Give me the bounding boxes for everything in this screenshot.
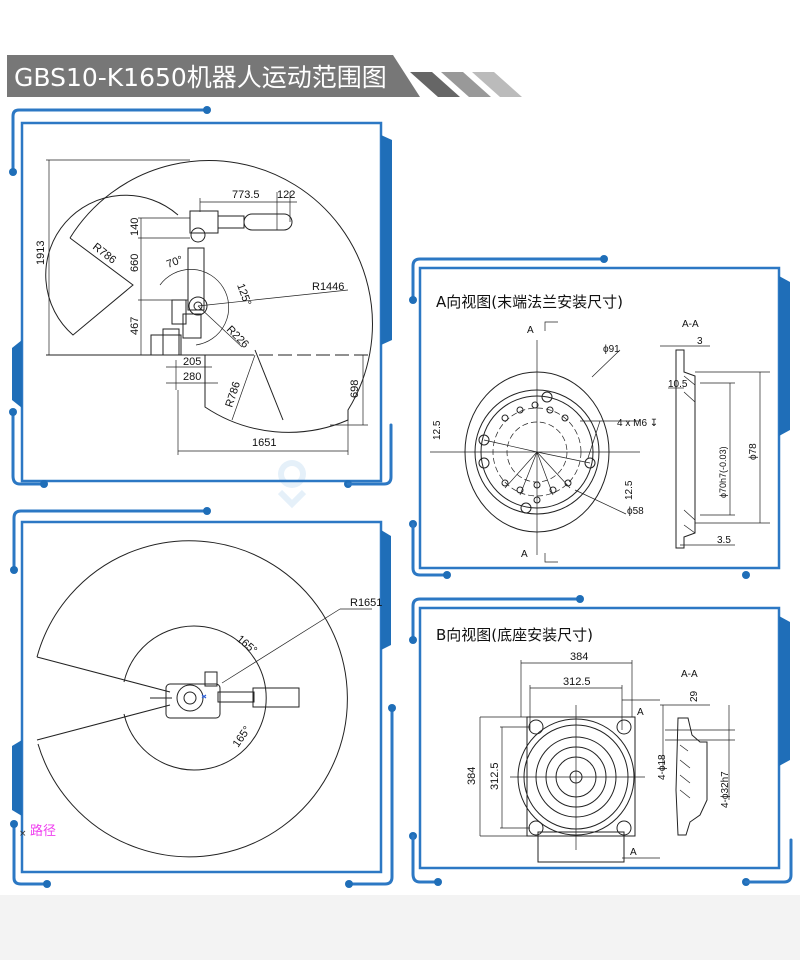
flange-holes xyxy=(478,391,596,514)
dim-1651: 1651 xyxy=(252,437,276,449)
reach-envelope-outer xyxy=(69,160,373,433)
dim-d70h7: ϕ70h7(-0.03) xyxy=(718,446,728,498)
dim-d58: ϕ58 xyxy=(627,506,644,517)
dim-29: 29 xyxy=(689,690,700,702)
dim-r786-upper: R786 xyxy=(90,241,118,267)
dim-4-d32h7: 4-ϕ32h7 xyxy=(720,771,731,808)
dim-773-5: 773.5 xyxy=(232,189,260,201)
dim-1913: 1913 xyxy=(35,241,47,265)
dim-3-5: 3.5 xyxy=(717,535,731,546)
dim-467: 467 xyxy=(129,317,141,335)
flange-view-panel-frame xyxy=(409,255,790,579)
dim-280: 280 xyxy=(183,371,201,383)
dim-12-5-right: 12.5 xyxy=(624,480,635,500)
section-marker-a-bottom: A xyxy=(521,549,528,560)
angle-125: 125° xyxy=(234,282,253,307)
base-section-label: A-A xyxy=(681,669,698,680)
dim-140: 140 xyxy=(129,218,141,236)
side-view-drawing: 1913 773.5 122 140 660 467 R786 70° 125°… xyxy=(35,159,373,455)
angle-70: 70° xyxy=(165,254,185,271)
title-banner xyxy=(7,55,522,97)
dim-12-5-left: 12.5 xyxy=(432,420,443,440)
top-view-drawing: R1651 165° 165° xyxy=(36,540,382,858)
angle-165-lower: 165° xyxy=(231,724,254,750)
bottom-band xyxy=(0,895,800,960)
dim-r786-lower: R786 xyxy=(223,380,243,409)
dim-3: 3 xyxy=(697,336,703,347)
flange-view-title: A向视图(末端法兰安装尺寸) xyxy=(436,293,623,311)
section-marker-a-bottom: A xyxy=(630,847,637,858)
flange-view-drawing: A向视图(末端法兰安装尺寸) A A ϕ91 4 x M6 ↧ 12.5 12.… xyxy=(430,293,770,563)
reach-envelope-r786 xyxy=(45,194,179,336)
dim-r1651: R1651 xyxy=(350,597,382,609)
dim-height-312-5: 312.5 xyxy=(489,762,501,790)
dim-205: 205 xyxy=(183,356,201,368)
base-view-title: B向视图(底座安装尺寸) xyxy=(436,626,593,644)
stripe-2 xyxy=(441,72,491,97)
path-label: 路径 xyxy=(30,824,57,839)
dim-d91: ϕ91 xyxy=(603,344,620,355)
dimension-lines xyxy=(46,159,368,455)
j2-angle-arc xyxy=(159,269,230,346)
stripe-1 xyxy=(410,72,460,97)
dim-10-5: 10.5 xyxy=(668,379,688,390)
dim-height-384: 384 xyxy=(466,767,478,785)
angle-165-upper: 165° xyxy=(234,633,259,657)
dim-698: 698 xyxy=(349,380,361,398)
base-view-panel-frame xyxy=(409,595,793,886)
dim-122: 122 xyxy=(277,189,295,201)
j1-rotation-arc xyxy=(123,625,267,771)
base-view-drawing: B向视图(底座安装尺寸) 384 312.5 384 312.5 A A A-A… xyxy=(436,626,735,863)
dim-width-384: 384 xyxy=(570,651,588,663)
robot-arm-top xyxy=(165,671,300,719)
section-marker-a-top: A xyxy=(637,707,644,718)
section-marker-a-top: A xyxy=(527,325,534,336)
page-title: GBS10-K1650机器人运动范围图 xyxy=(14,63,387,92)
dim-4-d18: 4-ϕ18 xyxy=(657,754,668,780)
reach-circle-r1651 xyxy=(36,540,348,858)
dim-r1446: R1446 xyxy=(312,281,344,293)
top-view-panel-frame xyxy=(10,507,396,888)
thread-4xm6: 4 x M6 ↧ xyxy=(617,418,658,429)
robot-arm-side xyxy=(150,210,293,356)
section-label: A-A xyxy=(682,319,699,330)
dim-660: 660 xyxy=(129,254,141,272)
dim-width-312-5: 312.5 xyxy=(563,676,591,688)
dim-r226: R226 xyxy=(224,324,251,351)
stripe-3 xyxy=(472,72,522,97)
path-marker: × xyxy=(19,829,27,839)
side-view-panel-frame xyxy=(9,106,393,488)
dim-d78: ϕ78 xyxy=(748,443,759,460)
